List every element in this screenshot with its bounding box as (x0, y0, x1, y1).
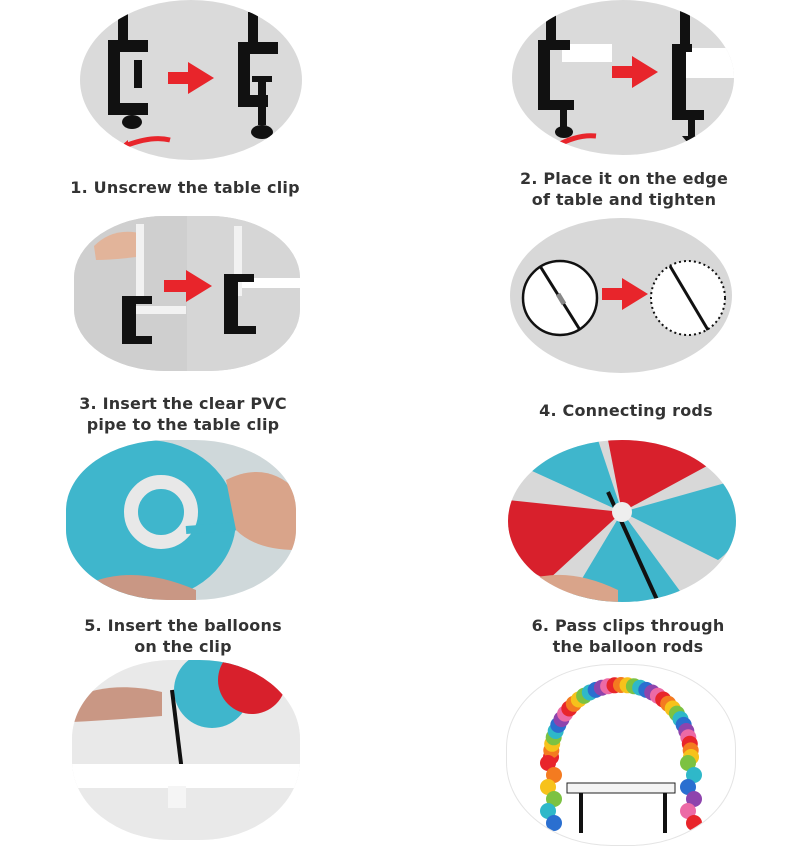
table-edge (684, 48, 734, 78)
rod-circle-icon (650, 260, 726, 336)
step-1-illustration (108, 10, 278, 154)
step-4-caption: 4. Connecting rods (476, 400, 776, 421)
arrow-right-icon (164, 270, 212, 302)
balloon-clip (612, 502, 632, 522)
step-8-image (506, 664, 736, 846)
caption-line: 1. Unscrew the table clip (70, 178, 300, 197)
caption-line: 5. Insert the balloons (84, 616, 282, 635)
step-5-caption: 5. Insert the balloons on the clip (33, 615, 333, 657)
step-6-image (508, 440, 736, 602)
balloon-clip (124, 475, 198, 549)
step-2-image (512, 0, 734, 155)
step-6-illustration (508, 440, 736, 602)
table-clip-icon (238, 12, 278, 139)
rotate-arrow-icon (116, 136, 171, 154)
step-3-image (74, 216, 300, 371)
table-clip-icon (224, 274, 256, 334)
step-1-caption: 1. Unscrew the table clip (35, 177, 335, 198)
step-2-illustration (538, 8, 734, 149)
balloon-icon (66, 440, 236, 600)
arrow-right-icon (602, 278, 648, 310)
table-clip-icon (672, 8, 704, 148)
caption-line: on the clip (134, 637, 232, 656)
table-clip-icon (538, 8, 574, 138)
caption-line: 3. Insert the clear PVC (79, 394, 287, 413)
step-5-image (66, 440, 296, 600)
balloon-icon (508, 440, 736, 602)
step-7-illustration (72, 660, 300, 840)
rod-circle-icon (521, 259, 599, 337)
arch-balloon (686, 767, 702, 783)
arch-balloon (546, 815, 562, 831)
table-top (566, 782, 676, 794)
step-1-image (80, 0, 302, 160)
arrow-right-icon (168, 62, 214, 94)
caption-line: 4. Connecting rods (539, 401, 713, 420)
caption-line: pipe to the table clip (86, 415, 280, 434)
step-4-image (510, 218, 732, 373)
balloon-arch-icon (540, 677, 702, 833)
step-2-caption: 2. Place it on the edge of table and tig… (474, 168, 774, 210)
step-4-illustration (521, 259, 726, 337)
table-leg (663, 793, 667, 833)
step-7-image (72, 660, 300, 840)
arch-balloon (540, 779, 556, 795)
table-clip-icon (108, 10, 148, 129)
balloon-icon (174, 660, 286, 728)
hand-icon (94, 231, 144, 260)
step-3-illustration (74, 216, 300, 371)
hand-icon (76, 472, 296, 600)
table-leg (579, 793, 583, 833)
caption-line: 2. Place it on the edge (519, 169, 729, 188)
table-clip-icon (122, 296, 152, 344)
arch-balloon (680, 755, 696, 771)
arch-balloon (686, 815, 702, 831)
step-6-caption: 6. Pass clips through the balloon rods (478, 615, 778, 657)
arch-balloon (546, 767, 562, 783)
hand-icon (72, 687, 162, 722)
step-5-illustration (66, 440, 296, 600)
pvc-pipe (234, 226, 242, 296)
table-edge (562, 44, 612, 62)
arch-balloon (680, 779, 696, 795)
caption-line: the balloon rods (552, 637, 704, 656)
step-3-caption: 3. Insert the clear PVC pipe to the tabl… (33, 393, 333, 435)
table-top (72, 764, 300, 788)
caption-line: of table and tighten (531, 190, 717, 209)
caption-line: 6. Pass clips through (531, 616, 725, 635)
arrow-right-icon (612, 56, 658, 88)
arch-balloon (540, 755, 556, 771)
pvc-pipe (136, 224, 144, 304)
